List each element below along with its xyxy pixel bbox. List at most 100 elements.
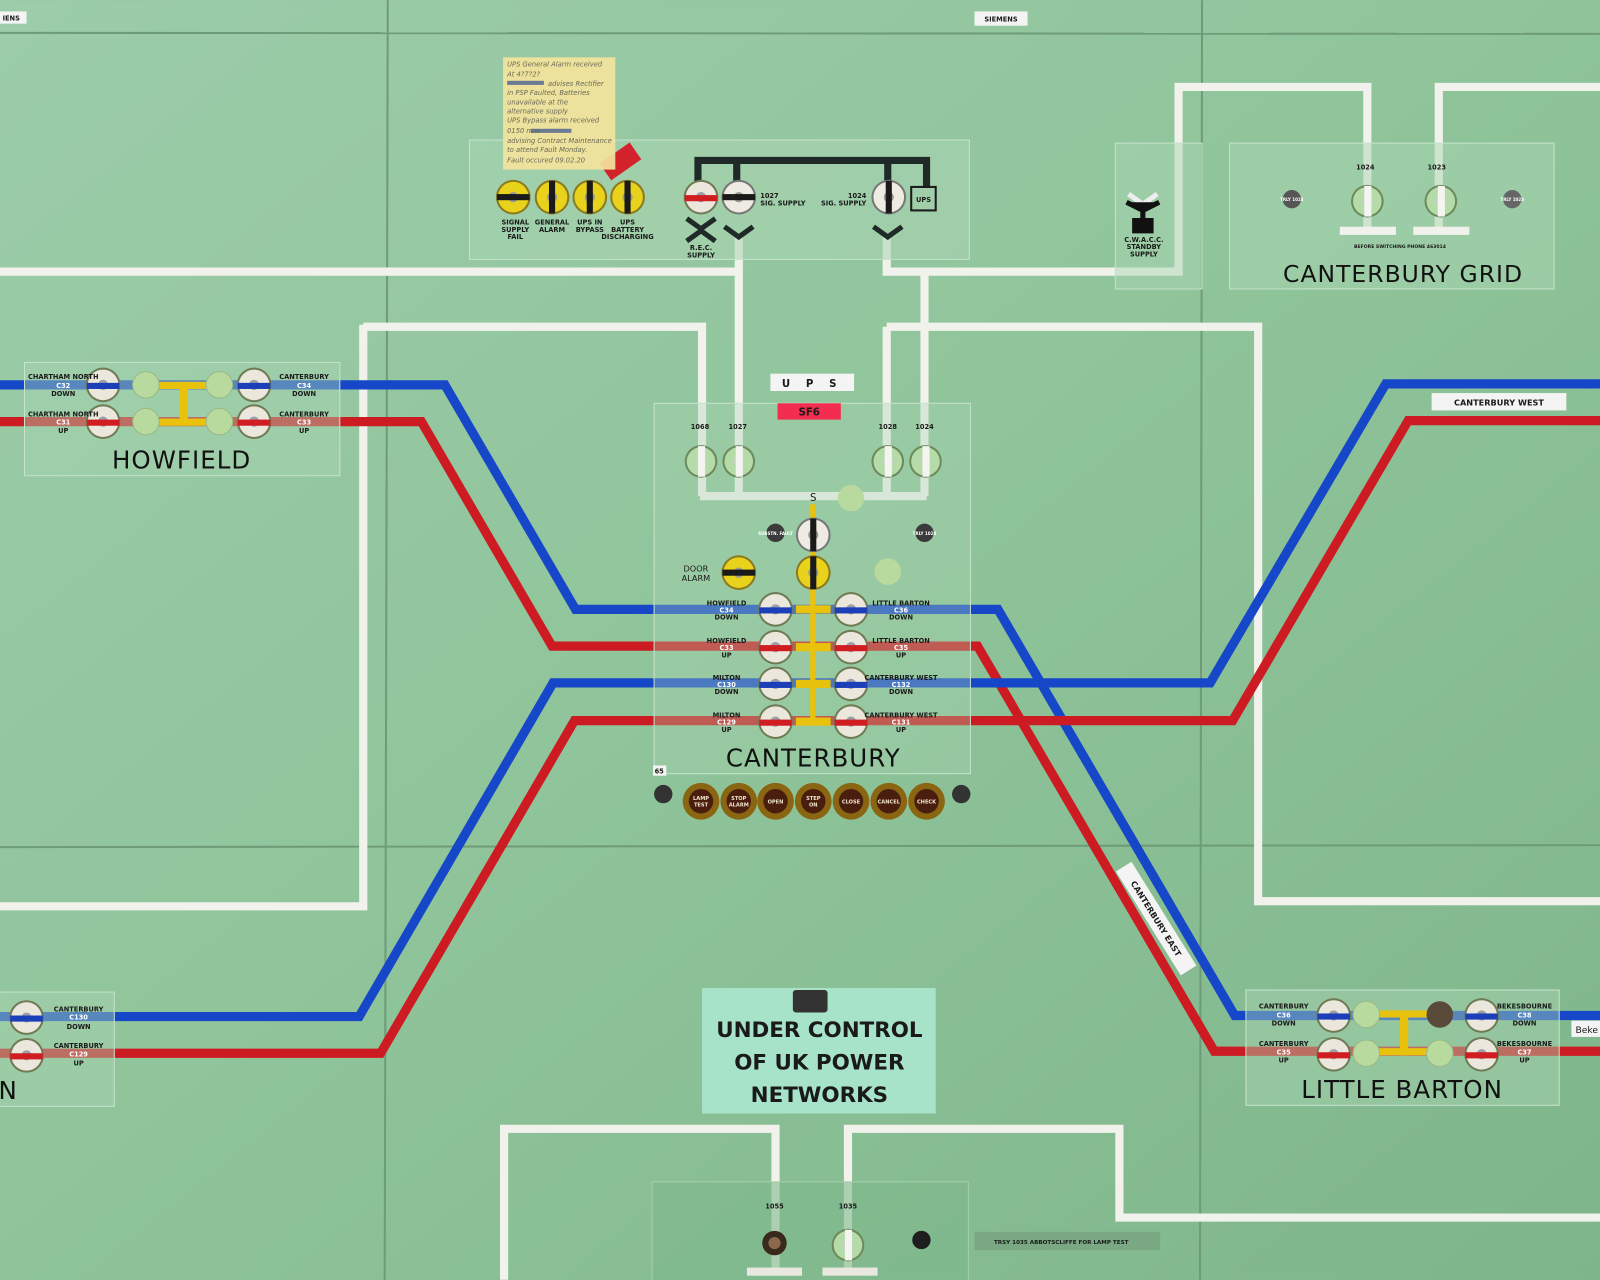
svg-text:BEFORE SWITCHING PHONE 463014: BEFORE SWITCHING PHONE 463014 bbox=[1354, 244, 1446, 250]
siemens-tag-left bbox=[0, 11, 27, 24]
switch-lb-c38[interactable] bbox=[1464, 998, 1499, 1033]
svg-text:LITTLE BARTON: LITTLE BARTON bbox=[872, 599, 930, 607]
trly-1024-lamp bbox=[1282, 190, 1302, 209]
svg-text:CANCEL: CANCEL bbox=[878, 799, 901, 805]
svg-text:DOWN: DOWN bbox=[1512, 1020, 1536, 1028]
route-label-canterbury-west: CANTERBURY WEST bbox=[1431, 393, 1567, 411]
svg-text:C32: C32 bbox=[56, 382, 70, 390]
switch-1028[interactable] bbox=[871, 445, 905, 478]
svg-text:CANTERBURY: CANTERBURY bbox=[1259, 1040, 1309, 1048]
rec-supply-label: R.E.C. bbox=[690, 244, 712, 252]
switch-lb-c36[interactable] bbox=[1316, 998, 1352, 1033]
svg-text:65: 65 bbox=[655, 768, 665, 776]
alarm-switch-ups-bypass[interactable] bbox=[572, 179, 608, 215]
svg-text:C34: C34 bbox=[719, 606, 733, 614]
feeder-switch-littlebarton-c36[interactable] bbox=[833, 592, 869, 627]
switch-c33[interactable] bbox=[236, 404, 272, 439]
svg-text:C34: C34 bbox=[297, 382, 311, 390]
svg-text:UP: UP bbox=[896, 726, 906, 734]
sf6-label-text: SF6 bbox=[798, 408, 819, 419]
feeder-switch-cantwest-c132[interactable] bbox=[833, 666, 869, 702]
feeder-switch-howfield-c33[interactable] bbox=[758, 629, 793, 665]
feeder-switch-littlebarton-c35[interactable] bbox=[833, 629, 869, 665]
svg-text:UP: UP bbox=[1519, 1056, 1529, 1064]
switch-bus-section[interactable] bbox=[795, 555, 831, 590]
svg-text:C33: C33 bbox=[297, 419, 311, 427]
switch-c31[interactable] bbox=[85, 404, 121, 439]
feeder-switch-howfield-c34[interactable] bbox=[758, 592, 793, 627]
alarm-switch-ups-battery[interactable] bbox=[610, 179, 645, 215]
svg-text:SUBSTN. FAULT: SUBSTN. FAULT bbox=[758, 531, 793, 536]
svg-text:CANTERBURY WEST: CANTERBURY WEST bbox=[864, 674, 938, 682]
svg-text:UPS: UPS bbox=[916, 196, 931, 204]
switch-door-alarm[interactable] bbox=[721, 555, 757, 590]
svg-text:TEST: TEST bbox=[694, 802, 709, 808]
switch-1035[interactable] bbox=[831, 1228, 865, 1262]
svg-text:MILTON: MILTON bbox=[713, 712, 741, 720]
svg-text:STANDBY: STANDBY bbox=[1127, 243, 1162, 251]
svg-text:BATTERY: BATTERY bbox=[611, 226, 644, 234]
svg-text:1024: 1024 bbox=[1356, 164, 1375, 172]
svg-text:DOWN: DOWN bbox=[67, 1023, 91, 1031]
cwacc-standby-supply: C.W.A.C.C. STANDBY SUPPLY bbox=[1114, 142, 1203, 290]
svg-text:CANTERBURY: CANTERBURY bbox=[279, 411, 329, 419]
svg-text:ALARM: ALARM bbox=[682, 573, 711, 583]
alarm-switch-general-alarm[interactable] bbox=[534, 179, 570, 215]
switch-milton-c129[interactable] bbox=[9, 1037, 44, 1073]
svg-text:DISCHARGING: DISCHARGING bbox=[601, 233, 653, 241]
feeder-switch-milton-c129[interactable] bbox=[758, 704, 793, 739]
svg-text:DOWN: DOWN bbox=[1272, 1020, 1296, 1028]
svg-text:ON: ON bbox=[809, 802, 818, 808]
svg-text:UPS: UPS bbox=[620, 219, 635, 227]
svg-text:TRLY 1023: TRLY 1023 bbox=[1500, 197, 1524, 202]
svg-text:DOWN: DOWN bbox=[715, 688, 739, 696]
svg-text:1055: 1055 bbox=[765, 1202, 784, 1210]
feeder-switch-milton-c130[interactable] bbox=[758, 666, 793, 702]
switch-c34[interactable] bbox=[236, 367, 272, 403]
switch-1027-sig-supply[interactable] bbox=[721, 179, 757, 215]
svg-text:1027: 1027 bbox=[729, 423, 748, 431]
switch-1024-canterbury[interactable] bbox=[909, 445, 942, 478]
socket-1055[interactable] bbox=[762, 1230, 787, 1256]
svg-text:CANTERBURY GRID: CANTERBURY GRID bbox=[1283, 260, 1523, 288]
svg-text:C36: C36 bbox=[894, 606, 908, 614]
substn-fault-lamp bbox=[766, 523, 785, 543]
check-button[interactable]: CHECK bbox=[908, 782, 945, 820]
feeder-switch-cantwest-c131[interactable] bbox=[833, 704, 869, 739]
svg-text:BYPASS: BYPASS bbox=[576, 226, 604, 234]
svg-text:C38: C38 bbox=[1517, 1012, 1531, 1020]
switch-rec-supply[interactable] bbox=[683, 179, 719, 215]
magnet-clip bbox=[792, 990, 828, 1013]
svg-text:C33: C33 bbox=[719, 644, 733, 652]
svg-text:Beke: Beke bbox=[1575, 1025, 1598, 1036]
switch-1027[interactable] bbox=[722, 445, 756, 478]
svg-text:alternative supply: alternative supply bbox=[507, 107, 569, 115]
switch-lb-c35[interactable] bbox=[1316, 1036, 1352, 1072]
switch-1024[interactable] bbox=[1351, 184, 1384, 218]
switch-lb-c37[interactable] bbox=[1464, 1036, 1499, 1072]
open-button[interactable]: OPEN bbox=[757, 782, 794, 820]
cancel-button[interactable]: CANCEL bbox=[870, 782, 908, 820]
switch-milton-c130[interactable] bbox=[9, 1000, 44, 1035]
ukpn-control-sign: UNDER CONTROL OF UK POWER NETWORKS bbox=[702, 987, 936, 1114]
svg-text:1035: 1035 bbox=[839, 1202, 858, 1210]
switch-1024-sig-supply[interactable] bbox=[871, 179, 907, 215]
alarm-switch-signal-supply-fail[interactable] bbox=[495, 179, 531, 215]
svg-text:LITTLE BARTON: LITTLE BARTON bbox=[872, 637, 930, 645]
svg-text:C31: C31 bbox=[56, 419, 70, 427]
switch-substation[interactable] bbox=[795, 517, 831, 553]
svg-text:UP: UP bbox=[299, 427, 309, 435]
svg-text:C132: C132 bbox=[892, 681, 911, 689]
switch-1068[interactable] bbox=[684, 445, 718, 478]
svg-text:1023: 1023 bbox=[1428, 164, 1447, 172]
close-button[interactable]: CLOSE bbox=[832, 782, 870, 820]
svg-text:C129: C129 bbox=[69, 1050, 88, 1058]
svg-text:C130: C130 bbox=[717, 681, 736, 689]
svg-text:UNDER CONTROL: UNDER CONTROL bbox=[716, 1018, 923, 1043]
switch-1023[interactable] bbox=[1424, 184, 1458, 218]
